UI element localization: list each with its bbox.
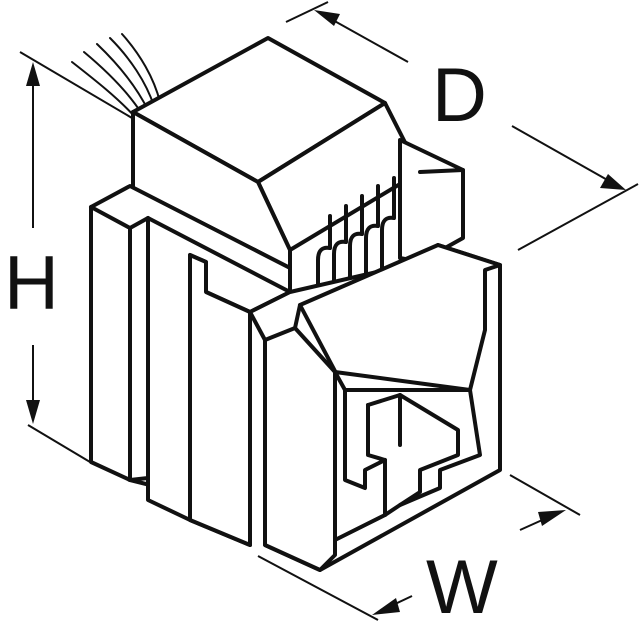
height-label: H bbox=[4, 241, 59, 326]
top-housing bbox=[131, 36, 422, 270]
left-body bbox=[89, 184, 292, 547]
rear-step bbox=[398, 138, 465, 264]
depth-label: D bbox=[432, 53, 487, 138]
depth-dimension bbox=[285, 1, 639, 251]
width-dimension bbox=[257, 474, 581, 621]
width-label: W bbox=[426, 545, 498, 630]
contact-pins bbox=[316, 176, 396, 294]
height-dimension bbox=[19, 51, 133, 463]
front-face bbox=[248, 243, 502, 572]
